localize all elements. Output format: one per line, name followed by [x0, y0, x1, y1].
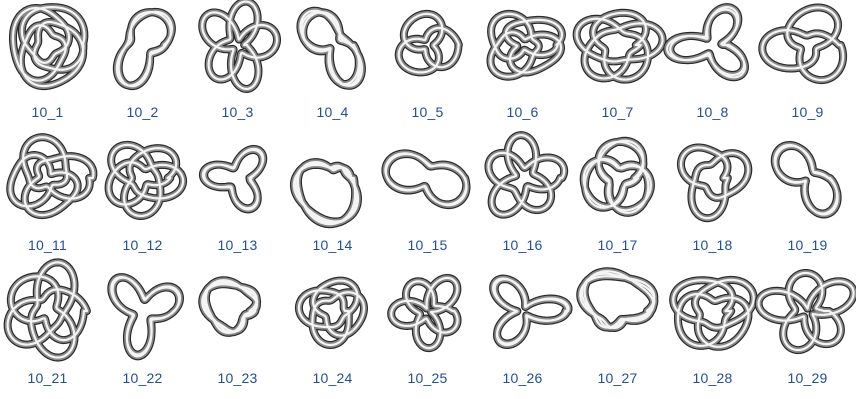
knot-label: 10_22 — [95, 370, 190, 386]
knot-label: 10_17 — [570, 237, 665, 253]
knot-cell: 10_18 — [665, 133, 760, 266]
knot-cell: 10_15 — [380, 133, 475, 266]
knot-rope-path — [391, 278, 457, 348]
knot-diagram — [477, 267, 569, 359]
knot-cell: 10_12 — [95, 133, 190, 266]
knot-cell: 10_28 — [665, 266, 760, 399]
knot-cell: 10_29 — [760, 266, 855, 399]
knot-diagram — [762, 267, 854, 359]
knot-cell: 10_1 — [0, 0, 95, 133]
knot-label: 10_27 — [570, 370, 665, 386]
knot-diagram — [667, 1, 759, 93]
knot-label: 10_11 — [0, 237, 95, 253]
knot-diagram — [382, 134, 474, 226]
knot-cell: 10_21 — [0, 266, 95, 399]
knot-label: 10_16 — [475, 237, 570, 253]
knot-cell: 10_3 — [190, 0, 285, 133]
knot-cell: 10_27 — [570, 266, 665, 399]
knot-cell: 10_5 — [380, 0, 475, 133]
knot-rope-path — [493, 279, 568, 346]
knot-label: 10_7 — [570, 104, 665, 120]
knot-rope-path — [667, 7, 745, 77]
knot-diagram — [287, 267, 379, 359]
knot-diagram — [477, 1, 569, 93]
knot-rope-path — [117, 12, 172, 86]
knot-diagram — [192, 267, 284, 359]
knot-cell: 10_9 — [760, 0, 855, 133]
knot-cell: 10_14 — [285, 133, 380, 266]
knot-diagram — [572, 267, 664, 359]
knot-rope-path — [493, 279, 568, 346]
knot-label: 10_13 — [190, 237, 285, 253]
knot-cell: 10_8 — [665, 0, 760, 133]
knot-cell: 10_19 — [760, 133, 855, 266]
knot-cell: 10_4 — [285, 0, 380, 133]
knot-label: 10_4 — [285, 104, 380, 120]
knot-cell: 10_17 — [570, 133, 665, 266]
knot-label: 10_2 — [95, 104, 190, 120]
knot-diagram — [762, 134, 854, 226]
knot-diagram — [2, 1, 94, 93]
knot-cell: 10_22 — [95, 266, 190, 399]
knot-rope-path — [488, 135, 564, 214]
knot-label: 10_24 — [285, 370, 380, 386]
knot-diagram — [382, 1, 474, 93]
knot-label: 10_5 — [380, 104, 475, 120]
knot-cell: 10_7 — [570, 0, 665, 133]
knot-diagram — [667, 267, 759, 359]
knot-diagram — [2, 267, 94, 359]
knot-diagram — [382, 267, 474, 359]
knot-rope-path — [391, 278, 457, 348]
knot-diagram — [97, 134, 189, 226]
knot-cell: 10_24 — [285, 266, 380, 399]
knot-label: 10_23 — [190, 370, 285, 386]
knot-diagram — [192, 1, 284, 93]
knot-label: 10_12 — [95, 237, 190, 253]
knot-label: 10_18 — [665, 237, 760, 253]
knot-label: 10_14 — [285, 237, 380, 253]
knot-cell: 10_23 — [190, 266, 285, 399]
knot-label: 10_28 — [665, 370, 760, 386]
knot-label: 10_26 — [475, 370, 570, 386]
knot-label: 10_19 — [760, 237, 855, 253]
knot-rope-path — [10, 137, 93, 215]
knot-rope-path — [493, 279, 568, 346]
knot-diagram — [192, 134, 284, 226]
knot-cell: 10_11 — [0, 133, 95, 266]
knot-cell: 10_6 — [475, 0, 570, 133]
knot-label: 10_3 — [190, 104, 285, 120]
knot-diagram — [97, 1, 189, 93]
knot-cell: 10_13 — [190, 133, 285, 266]
knot-label: 10_9 — [760, 104, 855, 120]
knot-diagram — [477, 134, 569, 226]
knot-cell: 10_2 — [95, 0, 190, 133]
knot-cell: 10_25 — [380, 266, 475, 399]
knot-diagram — [287, 134, 379, 226]
knot-label: 10_15 — [380, 237, 475, 253]
knot-diagram — [2, 134, 94, 226]
knot-label: 10_1 — [0, 104, 95, 120]
knot-label: 10_25 — [380, 370, 475, 386]
knot-cell: 10_26 — [475, 266, 570, 399]
knot-label: 10_21 — [0, 370, 95, 386]
knot-diagram — [667, 134, 759, 226]
knot-diagram — [762, 1, 854, 93]
knot-label: 10_8 — [665, 104, 760, 120]
knot-rope-path — [391, 278, 457, 348]
knot-rope-path — [385, 153, 466, 205]
knot-cell: 10_16 — [475, 133, 570, 266]
knot-diagram — [97, 267, 189, 359]
knot-diagram — [287, 1, 379, 93]
knot-diagram — [572, 1, 664, 93]
knot-diagram — [572, 134, 664, 226]
knot-label: 10_6 — [475, 104, 570, 120]
knot-label: 10_29 — [760, 370, 855, 386]
